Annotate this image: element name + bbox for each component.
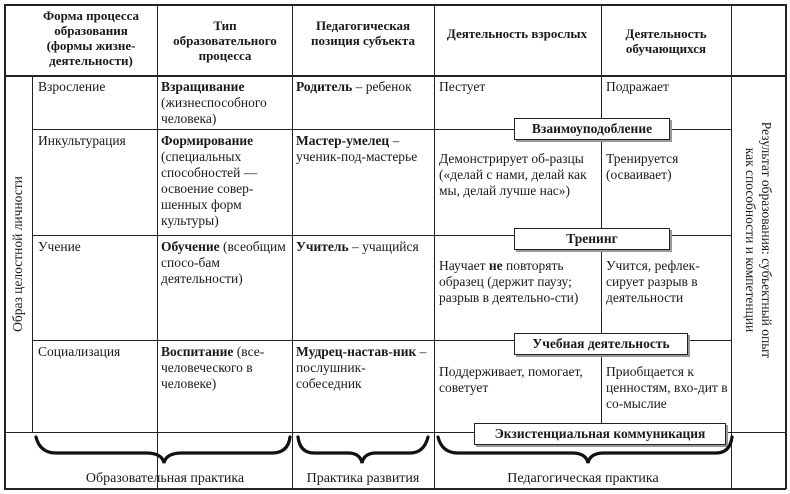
row4-type-rest: (все-человеческого в человеке) [161,344,265,391]
row3-position-bold: Учитель [296,239,349,254]
box-learning-activity: Учебная деятельность [514,333,688,355]
row3-adults: Научает не повторять образец (держит пау… [439,258,599,306]
brace-pedagogical [436,435,734,464]
row2-position-bold: Мастер-умелец [296,133,390,148]
col-divider-right [731,4,732,488]
box-existential-communication: Экзистенциальная коммуникация [474,423,726,445]
row2-position: Мастер-умелец – ученик-под-мастерье [296,133,428,165]
header-learners: Деятельность обучающихся [625,26,707,56]
box-training: Тренинг [514,228,670,250]
row3-type-bold: Обучение [161,239,220,254]
row2-form: Инкультурация [38,133,126,148]
col-divider-2 [292,4,293,488]
row2-learners: Тренируется (осваивает) [606,151,679,182]
header-type: Тип образовательного процесса [173,18,277,63]
header-position: Педагогическая позиция субъекта [311,18,415,48]
brace-educational [34,435,292,464]
row3-position: Учитель – учащийся [296,239,428,255]
row3-type: Обучение (всеобщим спосо-бам деятельност… [161,239,289,287]
row4-position-rest: – послушник-собеседник [296,344,427,391]
row1-form: Взросление [38,79,106,94]
row3-position-rest: – учащийся [348,239,419,254]
box-mutual-assimilation: Взаимоуподобление [514,118,670,140]
row-divider-3 [32,340,732,341]
row-divider-1 [32,129,732,130]
right-vertical-line2: как способности и компетенции [743,147,758,333]
row3-learners: Учится, рефлек-сирует разрыв в деятельно… [606,258,700,305]
row3-form: Учение [38,239,81,254]
row3-type-rest: (всеобщим спосо-бам деятельности) [161,239,286,286]
row4-form: Социализация [38,344,121,359]
row1-position-rest: – ребенок [352,79,412,94]
row4-position-bold: Мудрец-настав-ник [296,344,417,359]
table-border-top [4,4,786,6]
footer-braces [34,435,734,464]
row1-type-bold: Взращивание [161,79,245,94]
row4-position: Мудрец-настав-ник – послушник-собеседник [296,344,430,392]
row3-adults-bold: не [488,258,503,273]
col-divider-left [32,75,33,433]
right-vertical-label: Результат образования: субъектный опыт к… [742,122,774,358]
table-border-right [785,4,787,489]
table-border-bottom [4,488,786,490]
row-divider-2 [32,235,732,236]
row2-type: Формирование (специальных способностей —… [161,133,289,229]
col-divider-3 [434,4,435,488]
row3-adults-pre: Научает [439,258,489,273]
col-divider-1 [157,4,158,488]
row1-adults: Пестует [439,79,486,94]
col-divider-4 [601,4,602,433]
row1-type: Взращивание (жизнеспособного человека) [161,79,289,127]
row4-type: Воспитание (все-человеческого в человеке… [161,344,289,392]
row1-position: Родитель – ребенок [296,79,431,95]
row4-type-bold: Воспитание [161,344,234,359]
footer-educational-practice: Образовательная практика [85,471,245,486]
row2-type-rest: (специальных способностей — освоение сов… [161,149,258,228]
row2-position-rest: – ученик-под-мастерье [296,133,418,164]
right-vertical-line1: Результат образования: субъектный опыт [759,121,774,359]
header-adults: Деятельность взрослых [446,26,588,41]
row3-adults-post: повторять образец (держит паузу; разрыв … [439,258,579,305]
table-border-left [4,4,6,489]
row1-type-rest: (жизнеспособного человека) [161,95,267,126]
footer-development-practice: Практика развития [306,471,420,486]
row2-adults: Демонстрирует об-разцы («делай с нами, д… [439,151,587,198]
header-divider [4,75,786,77]
row4-learners: Приобщается к ценностям, вхо-дит в со-мы… [606,364,728,411]
left-vertical-label: Образ целостной личности [10,176,25,332]
header-form: Форма процесса образования (формы жизне-… [42,8,140,68]
footer-pedagogical-practice: Педагогическая практика [507,471,659,486]
row-divider-4 [4,432,786,433]
row4-adults: Поддерживает, помогает, советует [439,364,583,395]
brace-development [296,435,430,464]
row1-learners: Подражает [606,79,669,94]
row1-position-bold: Родитель [296,79,353,94]
row2-type-bold: Формирование [161,133,254,148]
